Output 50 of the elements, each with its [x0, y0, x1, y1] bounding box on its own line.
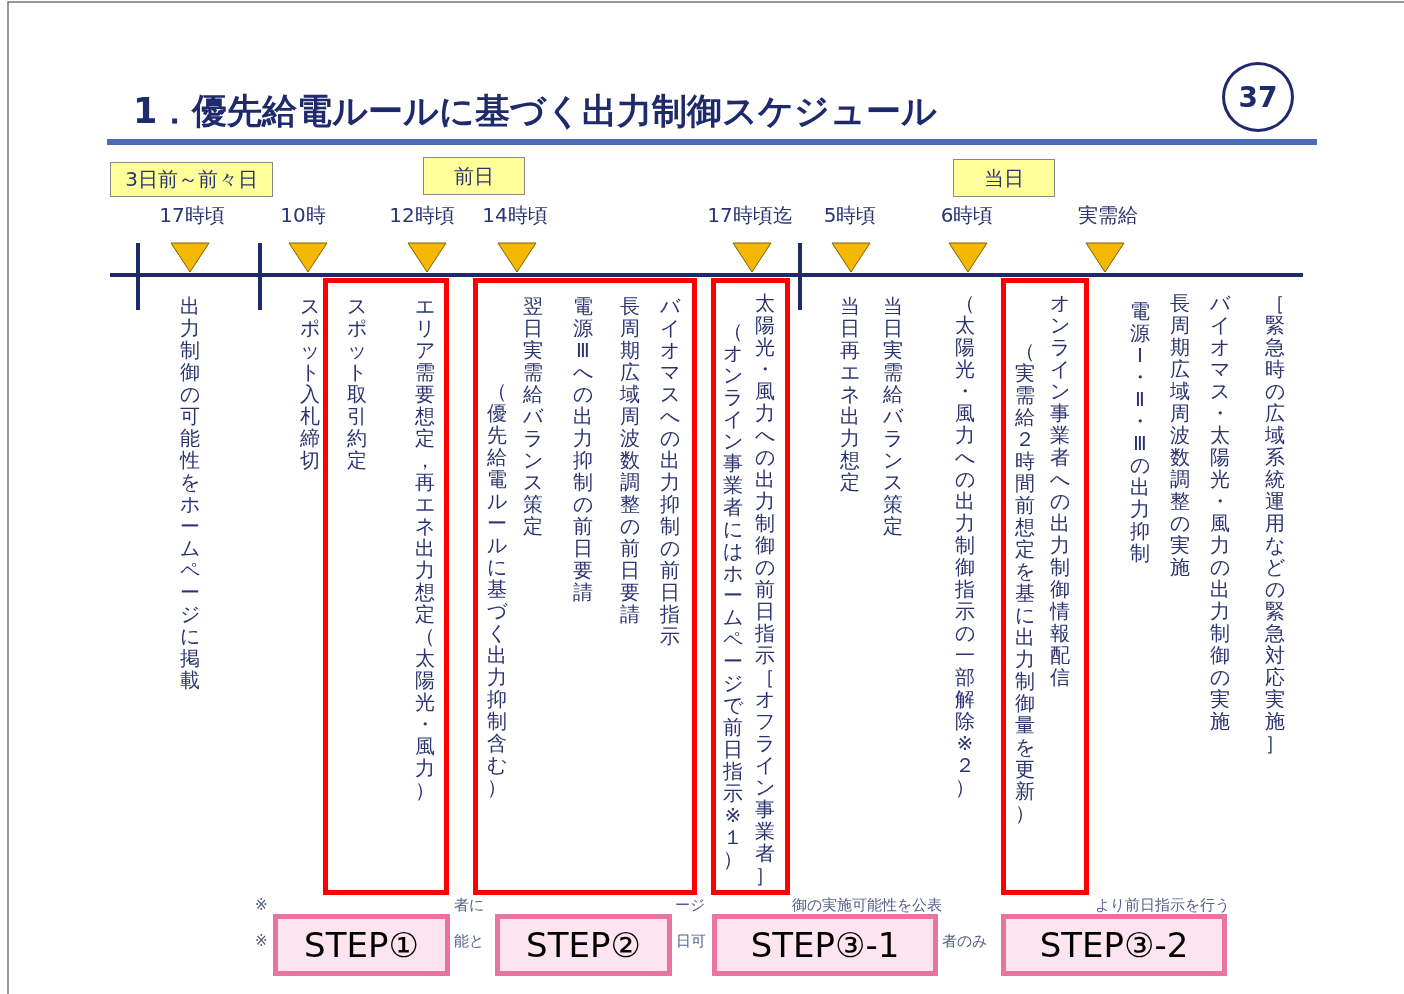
footnote-fragment: ※	[255, 932, 268, 950]
step-box: STEP①	[273, 914, 450, 976]
step-description: バイオマスへの出力抑制の前日指示	[660, 295, 680, 647]
step-description: 太陽光・風力への出力制御の前日指示［オフライン事業者］	[755, 292, 775, 886]
footnote-fragment: 能と	[454, 932, 484, 951]
event-description: （太陽光・風力への出力制御指示の一部解除※２）	[955, 292, 975, 798]
step-group-box	[323, 278, 449, 895]
footnote-fragment: 日可	[676, 932, 706, 951]
time-label: 17時頃迄	[706, 202, 794, 229]
day-box: 前日	[423, 157, 525, 195]
step-description: エリア需要想定，再エネ出力想定（太陽光・風力）	[415, 295, 435, 801]
time-label: 5時頃	[822, 202, 878, 229]
footnote-fragment: より前日指示を行う	[1095, 896, 1230, 915]
day-box: 3日前～前々日	[110, 162, 273, 197]
time-label: 12時頃	[388, 202, 456, 229]
event-description: 当日再エネ出力想定	[840, 295, 860, 493]
time-label: 10時	[279, 202, 327, 229]
time-label: 14時頃	[481, 202, 549, 229]
step-description: 長周期広域周波数調整の前日要請	[620, 295, 640, 625]
step-description: スポット取引約定	[347, 295, 367, 471]
step-box: STEP③-1	[712, 914, 938, 976]
time-label: 実需給	[1077, 202, 1139, 229]
footnote-fragment: 御の実施可能性を公表	[792, 896, 942, 915]
step-box: STEP③-2	[1001, 914, 1227, 976]
step-group-box	[711, 278, 790, 895]
event-description: 電源Ⅰ・Ⅱ・Ⅲの出力抑制	[1130, 300, 1150, 564]
time-label: 17時頃	[158, 202, 226, 229]
page-number-circle: 37	[1222, 62, 1294, 132]
step-description: （オンライン事業者にはホームページで前日指示※１）	[723, 320, 743, 870]
step-box: STEP②	[495, 914, 672, 976]
event-description: 当日実需給バランス策定	[883, 295, 903, 537]
step-description: オンライン事業者への出力制御情報配信	[1050, 292, 1070, 688]
step-group-box	[473, 278, 697, 895]
time-label: 6時頃	[939, 202, 995, 229]
footnote-fragment: ージ	[675, 896, 705, 915]
step-group-box	[1001, 278, 1089, 895]
event-description: ［緊急時の広域系統運用などの緊急対応実施］	[1265, 292, 1285, 754]
event-description: スポット入札締切	[300, 295, 320, 471]
day-box: 当日	[953, 159, 1055, 197]
event-description: バイオマス・太陽光・風力の出力制御の実施	[1210, 292, 1230, 732]
step-description: 翌日実需給バランス策定	[523, 295, 543, 537]
footnote-fragment: ※	[255, 896, 268, 914]
step-description: （優先給電ルールに基づく出力抑制含む）	[487, 380, 507, 798]
event-description: 長周期広域周波数調整の実施	[1170, 292, 1190, 578]
slide-title: 1．優先給電ルールに基づく出力制御スケジュール	[133, 90, 938, 133]
footnote-fragment: 者に	[454, 896, 484, 915]
step-description: 電源Ⅲへの出力抑制の前日要請	[573, 295, 593, 603]
step-description: （実需給２時間前想定を基に出力制御量を更新）	[1015, 340, 1035, 824]
event-description: 出力制御の可能性をホームページに掲載	[180, 295, 200, 691]
footnote-fragment: 者のみ	[942, 932, 987, 951]
